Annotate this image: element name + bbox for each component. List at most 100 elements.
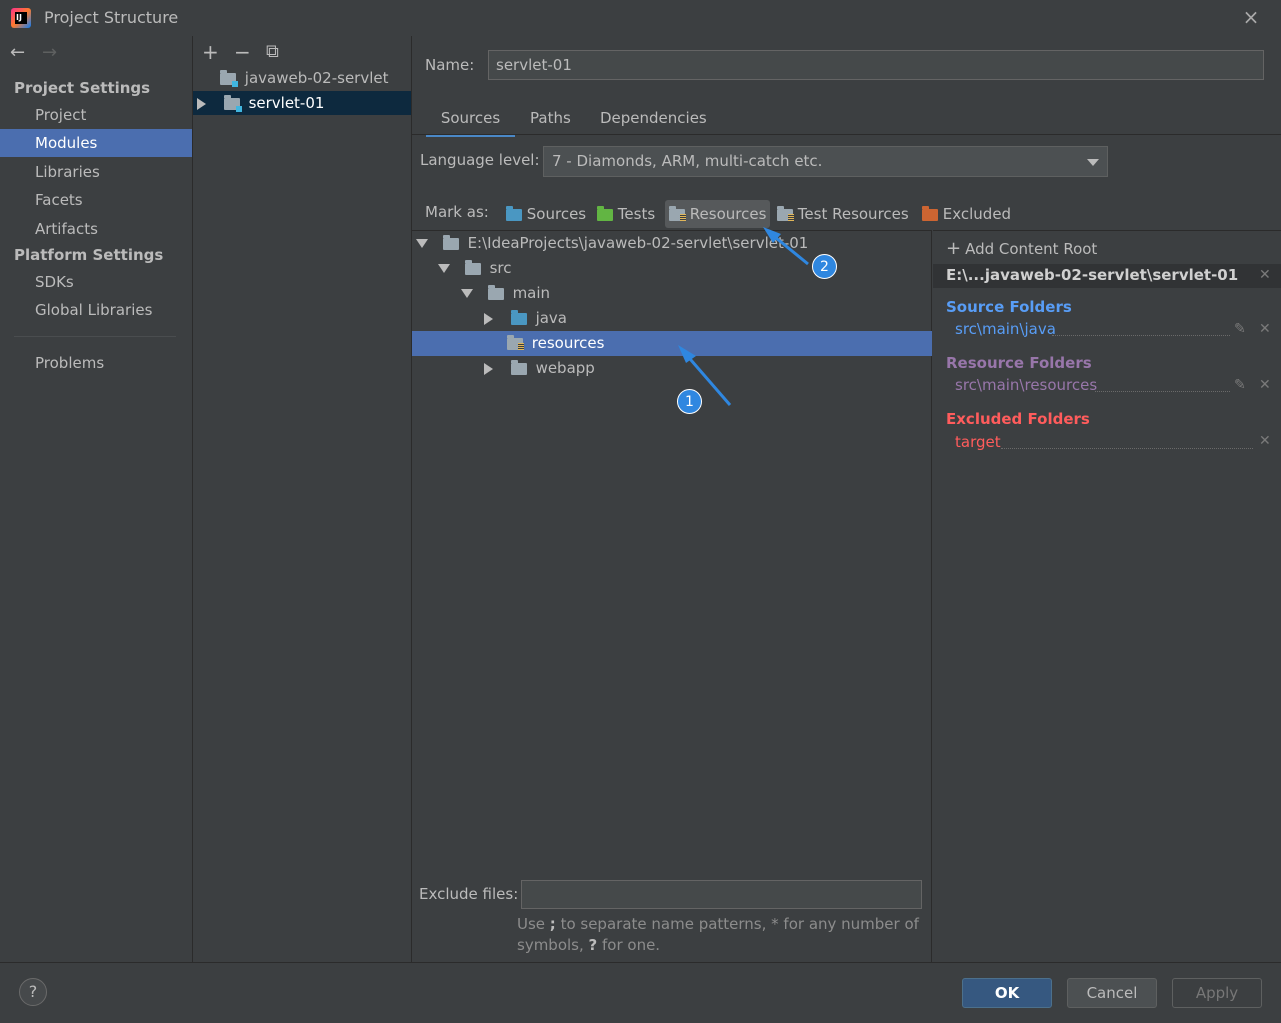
tree-node-root[interactable]: E:\IdeaProjects\javaweb-02-servlet\servl…: [412, 231, 932, 256]
tree-node-java[interactable]: java: [412, 306, 932, 331]
module-folder-icon: [223, 94, 242, 112]
mark-as-tests-button[interactable]: Tests: [593, 200, 659, 228]
module-item-servlet-01[interactable]: servlet-01: [193, 91, 411, 115]
settings-nav: [0, 36, 193, 962]
dotted-leader: [1001, 447, 1253, 449]
folder-icon: [487, 284, 504, 300]
tab-sources[interactable]: Sources: [426, 106, 515, 137]
add-content-root-label: Add Content Root: [965, 240, 1098, 258]
mark-as-sources-button[interactable]: Sources: [502, 200, 590, 228]
tab-paths[interactable]: Paths: [530, 109, 571, 127]
tree-node-label: src: [489, 259, 512, 277]
forward-arrow-icon[interactable]: →: [42, 42, 58, 63]
exclude-files-label: Exclude files:: [419, 885, 519, 903]
module-name-input[interactable]: servlet-01: [488, 50, 1264, 80]
tree-node-label: main: [512, 284, 551, 302]
project-settings-heading: Project Settings: [14, 79, 151, 97]
sources-folder-icon: [506, 205, 522, 221]
nav-item-artifacts[interactable]: Artifacts: [35, 220, 98, 238]
tree-node-webapp[interactable]: webapp: [412, 356, 932, 381]
nav-item-problems[interactable]: Problems: [35, 354, 105, 372]
excluded-folder-icon: [922, 205, 938, 221]
nav-item-facets[interactable]: Facets: [35, 191, 83, 209]
tree-node-src[interactable]: src: [412, 256, 932, 281]
tests-folder-icon: [597, 205, 613, 221]
mark-as-excluded-label: Excluded: [942, 205, 1012, 223]
tabs-divider: [412, 134, 1281, 135]
tree-node-label: webapp: [535, 359, 595, 377]
sources-folder-icon: [510, 309, 527, 325]
cancel-button[interactable]: Cancel: [1067, 978, 1157, 1008]
exclude-files-input[interactable]: [521, 880, 922, 909]
edit-pencil-icon[interactable]: ✎: [1234, 321, 1246, 337]
expand-arrow-icon[interactable]: [484, 312, 493, 325]
tree-node-label: E:\IdeaProjects\javaweb-02-servlet\servl…: [467, 234, 809, 252]
expand-arrow-icon[interactable]: [197, 97, 206, 110]
annotation-badge-2: 2: [812, 254, 837, 279]
resources-folder-icon: [669, 205, 686, 221]
exclude-files-hint: Use ; to separate name patterns, * for a…: [517, 915, 919, 954]
source-folder-item: src\main\java: [955, 320, 1056, 338]
module-item-label: servlet-01: [248, 94, 325, 112]
close-icon[interactable]: ×: [1242, 5, 1260, 29]
add-icon[interactable]: +: [202, 40, 219, 64]
language-level-select[interactable]: 7 - Diamonds, ARM, multi-catch etc.: [543, 146, 1108, 177]
folder-icon: [510, 359, 527, 375]
nav-item-libraries[interactable]: Libraries: [35, 163, 100, 181]
dotted-leader: [1052, 334, 1230, 336]
content-roots-panel: [933, 230, 1281, 962]
back-arrow-icon[interactable]: ←: [10, 42, 26, 63]
expand-arrow-icon[interactable]: [484, 362, 493, 375]
remove-folder-icon[interactable]: ✕: [1259, 321, 1271, 337]
ok-button[interactable]: OK: [962, 978, 1052, 1008]
test-resources-folder-icon: [777, 205, 794, 221]
nav-divider: [14, 336, 176, 337]
apply-button[interactable]: Apply: [1172, 978, 1262, 1008]
nav-item-sdks[interactable]: SDKs: [35, 273, 74, 291]
tree-node-main[interactable]: main: [412, 281, 932, 306]
remove-folder-icon[interactable]: ✕: [1259, 433, 1271, 449]
mark-as-tests-label: Tests: [617, 205, 656, 223]
dotted-leader: [1095, 390, 1230, 392]
plus-icon: +: [946, 238, 962, 259]
language-level-value: 7 - Diamonds, ARM, multi-catch etc.: [552, 152, 823, 170]
title-bar: [0, 0, 1281, 36]
collapse-arrow-icon[interactable]: [438, 264, 450, 273]
nav-item-modules[interactable]: Modules: [0, 129, 192, 157]
name-label: Name:: [425, 56, 475, 74]
intellij-logo-icon: IJ: [11, 8, 31, 28]
remove-icon[interactable]: −: [234, 40, 251, 64]
copy-icon[interactable]: ⧉: [266, 41, 279, 62]
collapse-arrow-icon[interactable]: [461, 289, 473, 298]
remove-content-root-icon[interactable]: ✕: [1259, 267, 1271, 283]
tab-dependencies[interactable]: Dependencies: [600, 109, 707, 127]
resource-folders-title: Resource Folders: [946, 354, 1092, 372]
collapse-arrow-icon[interactable]: [416, 239, 428, 248]
mark-as-test-resources-label: Test Resources: [797, 205, 909, 223]
source-folders-title: Source Folders: [946, 298, 1072, 316]
folder-icon: [442, 234, 459, 250]
nav-item-global-libraries[interactable]: Global Libraries: [35, 301, 153, 319]
edit-pencil-icon[interactable]: ✎: [1234, 377, 1246, 393]
platform-settings-heading: Platform Settings: [14, 246, 164, 264]
mark-as-resources-button[interactable]: Resources: [665, 200, 771, 228]
module-item-label: javaweb-02-servlet: [244, 69, 389, 87]
content-root-path: E:\...javaweb-02-servlet\servlet-01: [946, 266, 1239, 284]
remove-folder-icon[interactable]: ✕: [1259, 377, 1271, 393]
resource-folder-item: src\main\resources: [955, 376, 1098, 394]
excluded-folders-title: Excluded Folders: [946, 410, 1090, 428]
chevron-down-icon: [1087, 159, 1099, 166]
module-folder-icon: [220, 69, 238, 87]
module-item-javaweb-02-servlet[interactable]: javaweb-02-servlet: [193, 66, 411, 90]
tree-node-resources[interactable]: resources: [412, 331, 932, 356]
nav-item-project[interactable]: Project: [35, 106, 87, 124]
mark-as-sources-label: Sources: [526, 205, 587, 223]
mark-as-excluded-button[interactable]: Excluded: [918, 200, 1015, 228]
language-level-label: Language level:: [420, 151, 540, 169]
mark-as-test-resources-button[interactable]: Test Resources: [773, 200, 913, 228]
add-content-root-button[interactable]: +Add Content Root: [946, 238, 1097, 259]
help-button[interactable]: ?: [19, 978, 47, 1006]
tree-node-label: resources: [531, 334, 605, 352]
folder-icon: [464, 259, 481, 275]
window-title: Project Structure: [44, 8, 179, 27]
